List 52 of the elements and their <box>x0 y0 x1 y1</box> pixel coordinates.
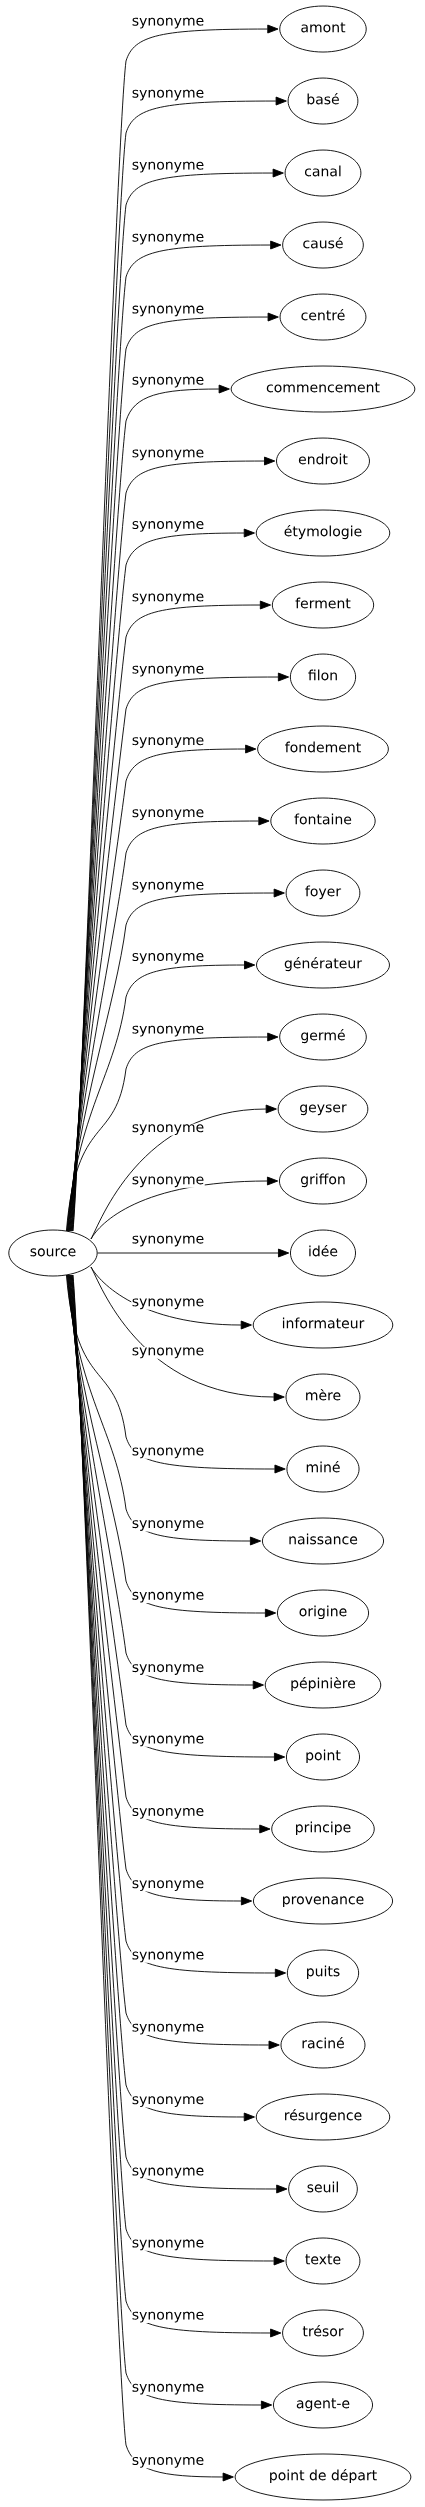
edge-label: synonyme <box>131 1807 205 1820</box>
edge-label: synonyme <box>131 520 205 533</box>
edge-label: synonyme <box>131 89 205 101</box>
edge-label: synonyme <box>131 1346 205 1359</box>
arrow <box>69 528 255 1232</box>
arrow <box>66 1274 262 1546</box>
edge-label: synonyme <box>131 2023 205 2035</box>
arrow <box>90 1176 279 1240</box>
edge-label: synonyme <box>131 665 205 677</box>
edge-label: synonyme <box>131 1735 205 1747</box>
edge-label: synonyme <box>131 2239 205 2251</box>
edge-label: synonyme <box>131 592 205 605</box>
edge-label: synonyme <box>131 305 205 317</box>
edge-label: synonyme <box>131 1951 205 1963</box>
edge-label: synonyme <box>131 1663 205 1676</box>
edge-label: synonyme <box>131 1297 205 1310</box>
arrow <box>90 1266 252 1330</box>
arrow <box>68 1274 271 1834</box>
edge-label: synonyme <box>131 233 205 245</box>
arrow <box>70 384 230 1232</box>
edge-label: synonyme <box>131 2311 205 2323</box>
arrow <box>72 1274 234 2482</box>
arrow <box>68 672 290 1232</box>
arrow <box>66 1032 279 1232</box>
edge-label: synonyme <box>131 2095 205 2108</box>
edge-label: synonyme <box>131 1235 205 1247</box>
arrow <box>67 1274 264 1690</box>
edge-label: synonyme <box>131 1123 205 1136</box>
edge-label: synonyme <box>131 736 205 749</box>
edge-label: synonyme <box>131 17 205 29</box>
edge-label: synonyme <box>131 1879 205 1892</box>
arrow <box>66 960 256 1232</box>
arrow <box>66 1274 286 1474</box>
edge-label: synonyme <box>131 808 205 821</box>
edge-label: synonyme <box>131 1175 205 1188</box>
edge-label: synonyme <box>131 1447 205 1459</box>
arrow <box>70 1274 255 2122</box>
edge-label: synonyme <box>131 2456 205 2469</box>
arrow <box>67 816 270 1232</box>
edge-label: synonyme <box>131 1519 205 1532</box>
edge-label: synonyme <box>131 952 205 965</box>
edge-label: synonyme <box>131 1025 205 1037</box>
edge-label: synonyme <box>131 161 205 173</box>
arrow <box>97 1248 290 1258</box>
edge-label: synonyme <box>131 2383 205 2396</box>
edge-label: synonyme <box>131 1591 205 1604</box>
arrow <box>90 1266 285 1402</box>
edge-label: synonyme <box>131 881 205 893</box>
edge-label: synonyme <box>131 2167 205 2179</box>
arrow <box>69 456 276 1232</box>
edge-label: synonyme <box>131 448 205 461</box>
edge-label: synonyme <box>131 376 205 388</box>
